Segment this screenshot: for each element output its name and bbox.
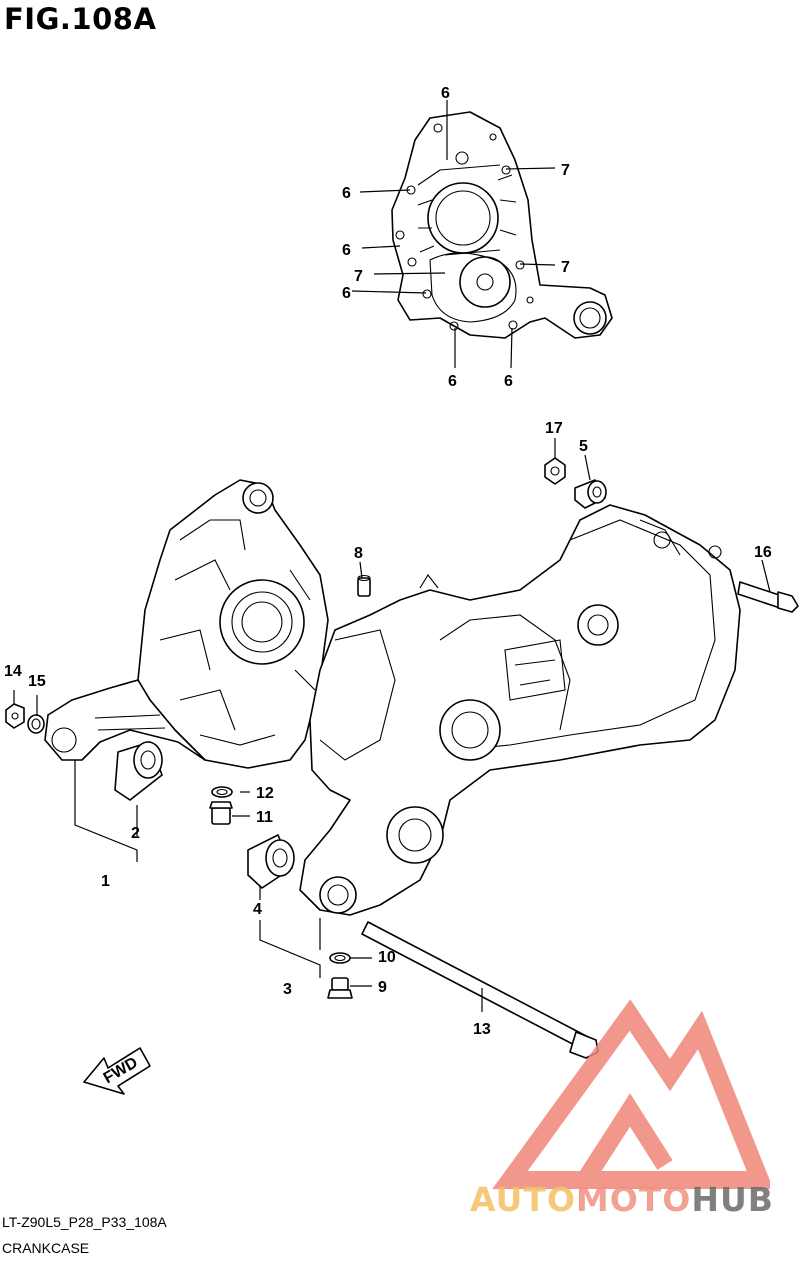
callout-7-left: 7 [354, 268, 363, 285]
callout-7-right-upper: 7 [561, 162, 570, 179]
callout-6-bottom-right: 6 [504, 373, 513, 390]
bushing-part-4 [247, 834, 295, 889]
washer-part-12 [211, 786, 233, 798]
crankcase-left-half [44, 479, 329, 769]
bushing-part-5 [574, 479, 607, 509]
crankcase-right-half [299, 504, 741, 916]
callout-6-top: 6 [441, 85, 450, 102]
leader-lines [13, 100, 771, 1012]
callout-15: 15 [28, 673, 46, 690]
crankcase-inner-face [391, 111, 613, 339]
dowel-pin-part-8 [357, 574, 371, 597]
callout-13: 13 [473, 1021, 491, 1038]
callout-14: 14 [4, 663, 22, 680]
callout-7-right-lower: 7 [561, 259, 570, 276]
long-bolt-part-13 [361, 921, 599, 1059]
wordmark-auto: AUTO [470, 1180, 576, 1219]
figure-title: FIG.108A [4, 2, 157, 36]
callout-17: 17 [545, 420, 563, 437]
automotohub-wordmark: AUTOMOTOHUB [470, 1180, 774, 1219]
callout-2: 2 [131, 825, 140, 842]
washer-part-15 [27, 714, 45, 734]
nut-part-17 [544, 457, 566, 485]
callout-11: 11 [256, 809, 273, 826]
callout-16: 16 [754, 544, 772, 561]
callout-8: 8 [354, 545, 363, 562]
callout-10: 10 [378, 949, 396, 966]
wordmark-moto: MOTO [575, 1180, 692, 1219]
figure-name: CRANKCASE [2, 1240, 90, 1256]
fwd-arrow: FWD [83, 1047, 151, 1095]
callout-6-left-upper: 6 [342, 185, 351, 202]
bolt-part-16 [737, 581, 799, 613]
callout-6-left-lower: 6 [342, 285, 351, 302]
callout-6-left-middle: 6 [342, 242, 351, 259]
callout-9: 9 [378, 979, 387, 996]
callout-1: 1 [101, 873, 110, 890]
bolt-part-11 [209, 801, 233, 825]
callout-5: 5 [579, 438, 588, 455]
callout-4: 4 [253, 901, 262, 918]
bolt-part-9 [327, 977, 353, 999]
callout-labels: 6 6 6 6 6 6 7 7 7 17 5 16 8 14 15 12 11 … [4, 85, 772, 1038]
callout-6-bottom-left: 6 [448, 373, 457, 390]
washer-part-10 [329, 952, 351, 964]
callout-3: 3 [283, 981, 292, 998]
automotohub-logo-icon [492, 1000, 770, 1189]
figure-code: LT-Z90L5_P28_P33_108A [2, 1214, 167, 1230]
wordmark-hub: HUB [691, 1180, 774, 1219]
bushing-part-2 [114, 741, 163, 801]
callout-12: 12 [256, 785, 274, 802]
nut-part-14 [5, 703, 25, 729]
